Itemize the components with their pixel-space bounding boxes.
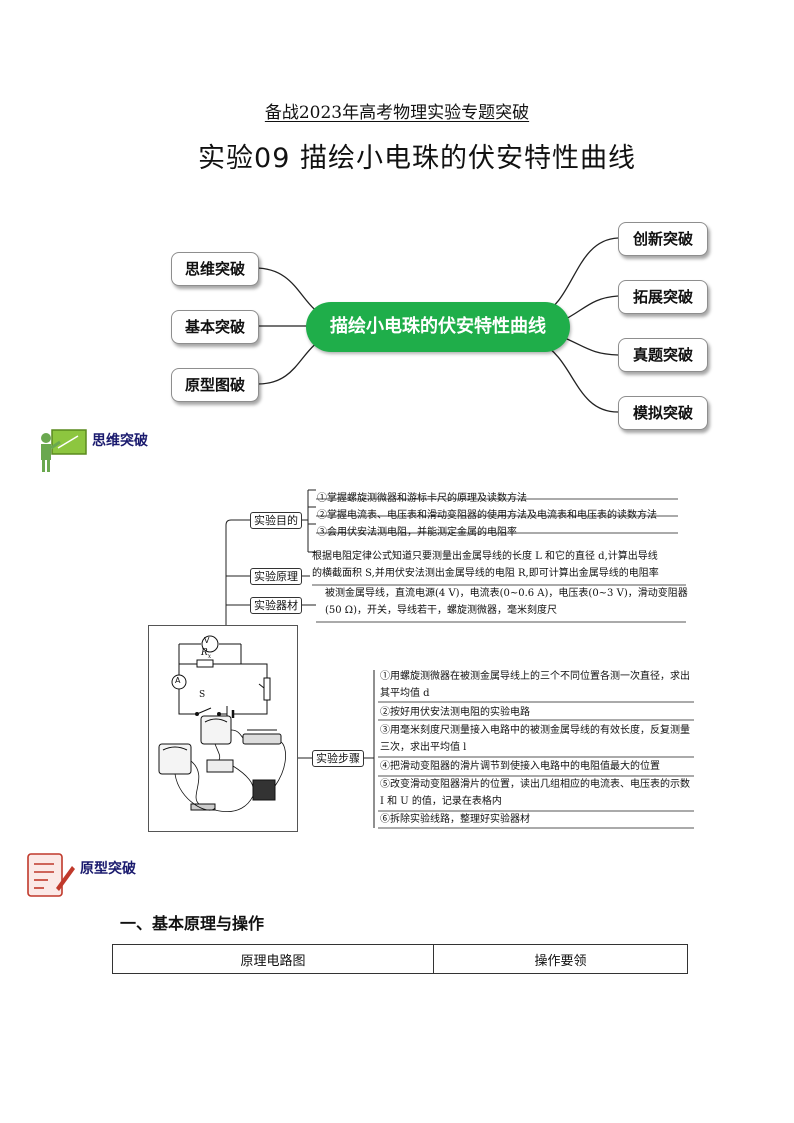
step-item-4: ④把滑动变阻器的滑片调节到使接入电路中的电阻值最大的位置: [380, 761, 660, 772]
switch-label: S: [199, 690, 206, 700]
thinking-tree-lines: [225, 489, 694, 829]
mindmap-node-innovation[interactable]: 创新突破: [618, 222, 708, 256]
mindmap-center-node[interactable]: 描绘小电珠的伏安特性曲线: [306, 302, 570, 352]
document-pencil-icon: [27, 853, 75, 897]
section-label-thinking: 思维突破: [92, 433, 148, 449]
purpose-item-1: ①掌握螺旋测微器和游标卡尺的原理及读数方法: [317, 493, 527, 504]
tag-purpose: 实验目的: [250, 512, 302, 529]
circuit-figure: V A Rx S: [148, 625, 298, 832]
document-subtitle: 备战2023年高考物理实验专题突破: [264, 103, 530, 123]
teacher-icon: [41, 429, 87, 472]
mindmap-node-thinking[interactable]: 思维突破: [171, 252, 259, 286]
principle-line-2: 的横截面积 S,并用伏安法测出金属导线的电阻 R,即可计算出金属导线的电阻率: [312, 568, 659, 579]
step-item-5: ⑤改变滑动变阻器滑片的位置，读出几组相应的电流表、电压表的示数 I 和 U 的值…: [380, 779, 690, 807]
tag-steps: 实验步骤: [312, 750, 364, 767]
purpose-item-2: ②掌握电流表、电压表和滑动变阻器的使用方法及电流表和电压表的读数方法: [317, 510, 657, 521]
circuit-diagram: [158, 635, 286, 812]
equipment-line-1: 被测金属导线，直流电源(4 V)，电流表(0~0.6 A)，电压表(0~3 V)…: [325, 588, 688, 599]
mindmap-node-simulation[interactable]: 模拟突破: [618, 396, 708, 430]
table-header-operation: 操作要领: [433, 944, 688, 974]
tag-equipment: 实验器材: [250, 597, 302, 614]
document-title: 实验09 描绘小电珠的伏安特性曲线: [198, 143, 636, 174]
table-header-row: 原理电路图 操作要领: [112, 944, 688, 974]
ammeter-label: A: [175, 676, 181, 685]
step-item-1: ①用螺旋测微器在被测金属导线上的三个不同位置各测一次直径，求出其平均值 d: [380, 671, 690, 699]
principle-line-1: 根据电阻定律公式知道只要测量出金属导线的长度 L 和它的直径 d,计算出导线: [312, 551, 658, 562]
section-label-prototype: 原型突破: [80, 861, 136, 877]
mindmap-node-real-exam[interactable]: 真题突破: [618, 338, 708, 372]
resistor-label: Rx: [201, 648, 212, 660]
voltmeter-label: V: [204, 636, 210, 645]
step-item-2: ②按好用伏安法测电阻的实验电路: [380, 707, 530, 718]
step-item-3: ③用毫米刻度尺测量接入电路中的被测金属导线的有效长度，反复测量三次，求出平均值 …: [380, 725, 690, 753]
mindmap-node-prototype[interactable]: 原型图破: [171, 368, 259, 402]
mindmap-node-basic[interactable]: 基本突破: [171, 310, 259, 344]
mindmap-node-extension[interactable]: 拓展突破: [618, 280, 708, 314]
principle-table: 原理电路图 操作要领: [112, 944, 688, 974]
tag-principle: 实验原理: [250, 568, 302, 585]
step-item-6: ⑥拆除实验线路，整理好实验器材: [380, 814, 530, 825]
section-heading: 一、基本原理与操作: [120, 914, 265, 933]
purpose-item-3: ③会用伏安法测电阻，并能测定金属的电阻率: [317, 527, 517, 538]
equipment-line-2: (50 Ω)，开关，导线若干，螺旋测微器，毫米刻度尺: [325, 605, 557, 616]
table-header-circuit: 原理电路图: [112, 944, 434, 974]
mindmap-connectors: [254, 237, 619, 413]
